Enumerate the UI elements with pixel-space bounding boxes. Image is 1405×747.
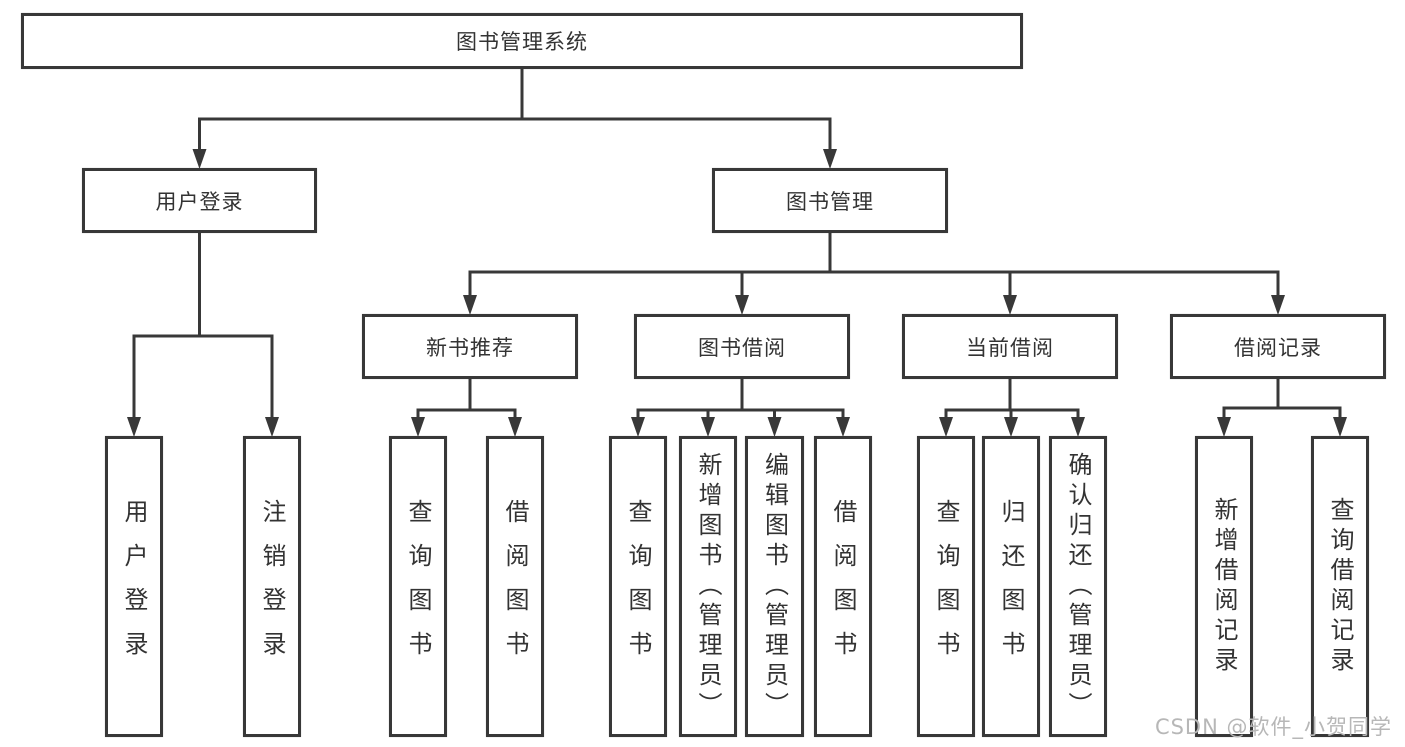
node-label-leaf-bb-edit: 编辑图书（管理员） xyxy=(760,451,789,722)
node-label-root: 图书管理系统 xyxy=(456,30,588,54)
arrowhead-icon xyxy=(939,417,953,437)
node-root: 图书管理系统 xyxy=(21,13,1023,69)
node-label-borrow-records: 借阅记录 xyxy=(1234,335,1322,360)
arrowhead-icon xyxy=(508,417,522,437)
node-leaf-cb-return: 归还图书 xyxy=(982,436,1040,737)
node-leaf-user-login: 用户登录 xyxy=(105,436,163,737)
node-label-leaf-cb-confirm: 确认归还（管理员） xyxy=(1064,451,1092,722)
node-leaf-bb-query: 查询图书 xyxy=(609,436,667,737)
node-leaf-cb-query: 查询图书 xyxy=(917,436,975,737)
node-leaf-bb-edit: 编辑图书（管理员） xyxy=(745,436,804,737)
arrowhead-icon xyxy=(1333,417,1347,437)
node-label-leaf-br-add: 新增借阅记录 xyxy=(1210,496,1238,677)
arrowhead-icon xyxy=(701,417,715,437)
arrowhead-icon xyxy=(127,417,141,437)
arrowhead-icon xyxy=(1071,417,1085,437)
node-label-leaf-logout: 注销登录 xyxy=(258,498,286,675)
arrowhead-icon xyxy=(1271,295,1285,315)
node-leaf-bb-borrow: 借阅图书 xyxy=(814,436,872,737)
node-label-book-borrow: 图书借阅 xyxy=(698,335,786,360)
node-current-borrow: 当前借阅 xyxy=(902,314,1118,379)
node-user-login: 用户登录 xyxy=(82,168,317,233)
arrowhead-icon xyxy=(411,417,425,437)
watermark-text: CSDN @软件_小贺同学 xyxy=(1154,715,1392,739)
node-leaf-br-add: 新增借阅记录 xyxy=(1195,436,1253,737)
arrowhead-icon xyxy=(631,417,645,437)
arrowhead-icon xyxy=(1004,417,1018,437)
node-leaf-nr-borrow: 借阅图书 xyxy=(486,436,544,737)
node-label-leaf-cb-return: 归还图书 xyxy=(997,498,1025,675)
node-leaf-nr-query: 查询图书 xyxy=(389,436,447,737)
node-label-current-borrow: 当前借阅 xyxy=(966,335,1054,360)
node-new-book-rec: 新书推荐 xyxy=(362,314,578,379)
node-book-mgmt: 图书管理 xyxy=(712,168,948,233)
arrowhead-icon xyxy=(836,417,850,437)
node-label-leaf-user-login: 用户登录 xyxy=(120,498,148,675)
node-label-new-book-rec: 新书推荐 xyxy=(426,335,514,360)
node-leaf-br-query: 查询借阅记录 xyxy=(1311,436,1369,737)
arrowhead-icon xyxy=(735,295,749,315)
node-label-leaf-br-query: 查询借阅记录 xyxy=(1326,496,1354,677)
node-label-leaf-nr-query: 查询图书 xyxy=(404,498,432,675)
node-label-book-mgmt: 图书管理 xyxy=(786,189,874,214)
node-borrow-records: 借阅记录 xyxy=(1170,314,1386,379)
arrowhead-icon xyxy=(767,417,782,437)
arrowhead-icon xyxy=(192,149,207,169)
node-leaf-logout: 注销登录 xyxy=(243,436,301,737)
node-label-leaf-bb-query: 查询图书 xyxy=(624,498,652,675)
node-leaf-cb-confirm: 确认归还（管理员） xyxy=(1049,436,1107,737)
arrowhead-icon xyxy=(463,295,477,315)
node-label-leaf-nr-borrow: 借阅图书 xyxy=(501,498,529,675)
arrowhead-icon xyxy=(1217,417,1231,437)
arrowhead-icon xyxy=(1003,295,1017,315)
node-label-leaf-bb-borrow: 借阅图书 xyxy=(829,498,857,675)
node-label-user-login: 用户登录 xyxy=(155,189,244,214)
node-leaf-bb-add: 新增图书（管理员） xyxy=(679,436,737,737)
node-book-borrow: 图书借阅 xyxy=(634,314,850,379)
node-label-leaf-bb-add: 新增图书（管理员） xyxy=(694,451,722,722)
arrowhead-icon xyxy=(265,417,279,437)
arrowhead-icon xyxy=(823,149,837,169)
node-label-leaf-cb-query: 查询图书 xyxy=(932,498,960,675)
